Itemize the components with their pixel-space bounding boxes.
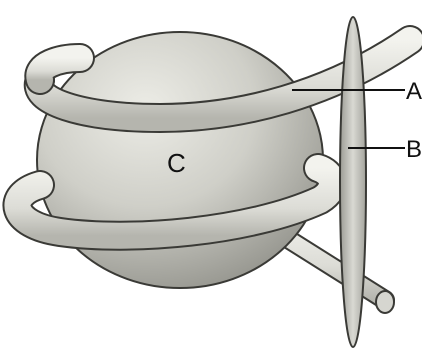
label-b: B: [406, 136, 422, 163]
histone-h1-disc: [340, 17, 366, 347]
label-a: A: [406, 78, 422, 105]
label-c: C: [167, 148, 186, 178]
